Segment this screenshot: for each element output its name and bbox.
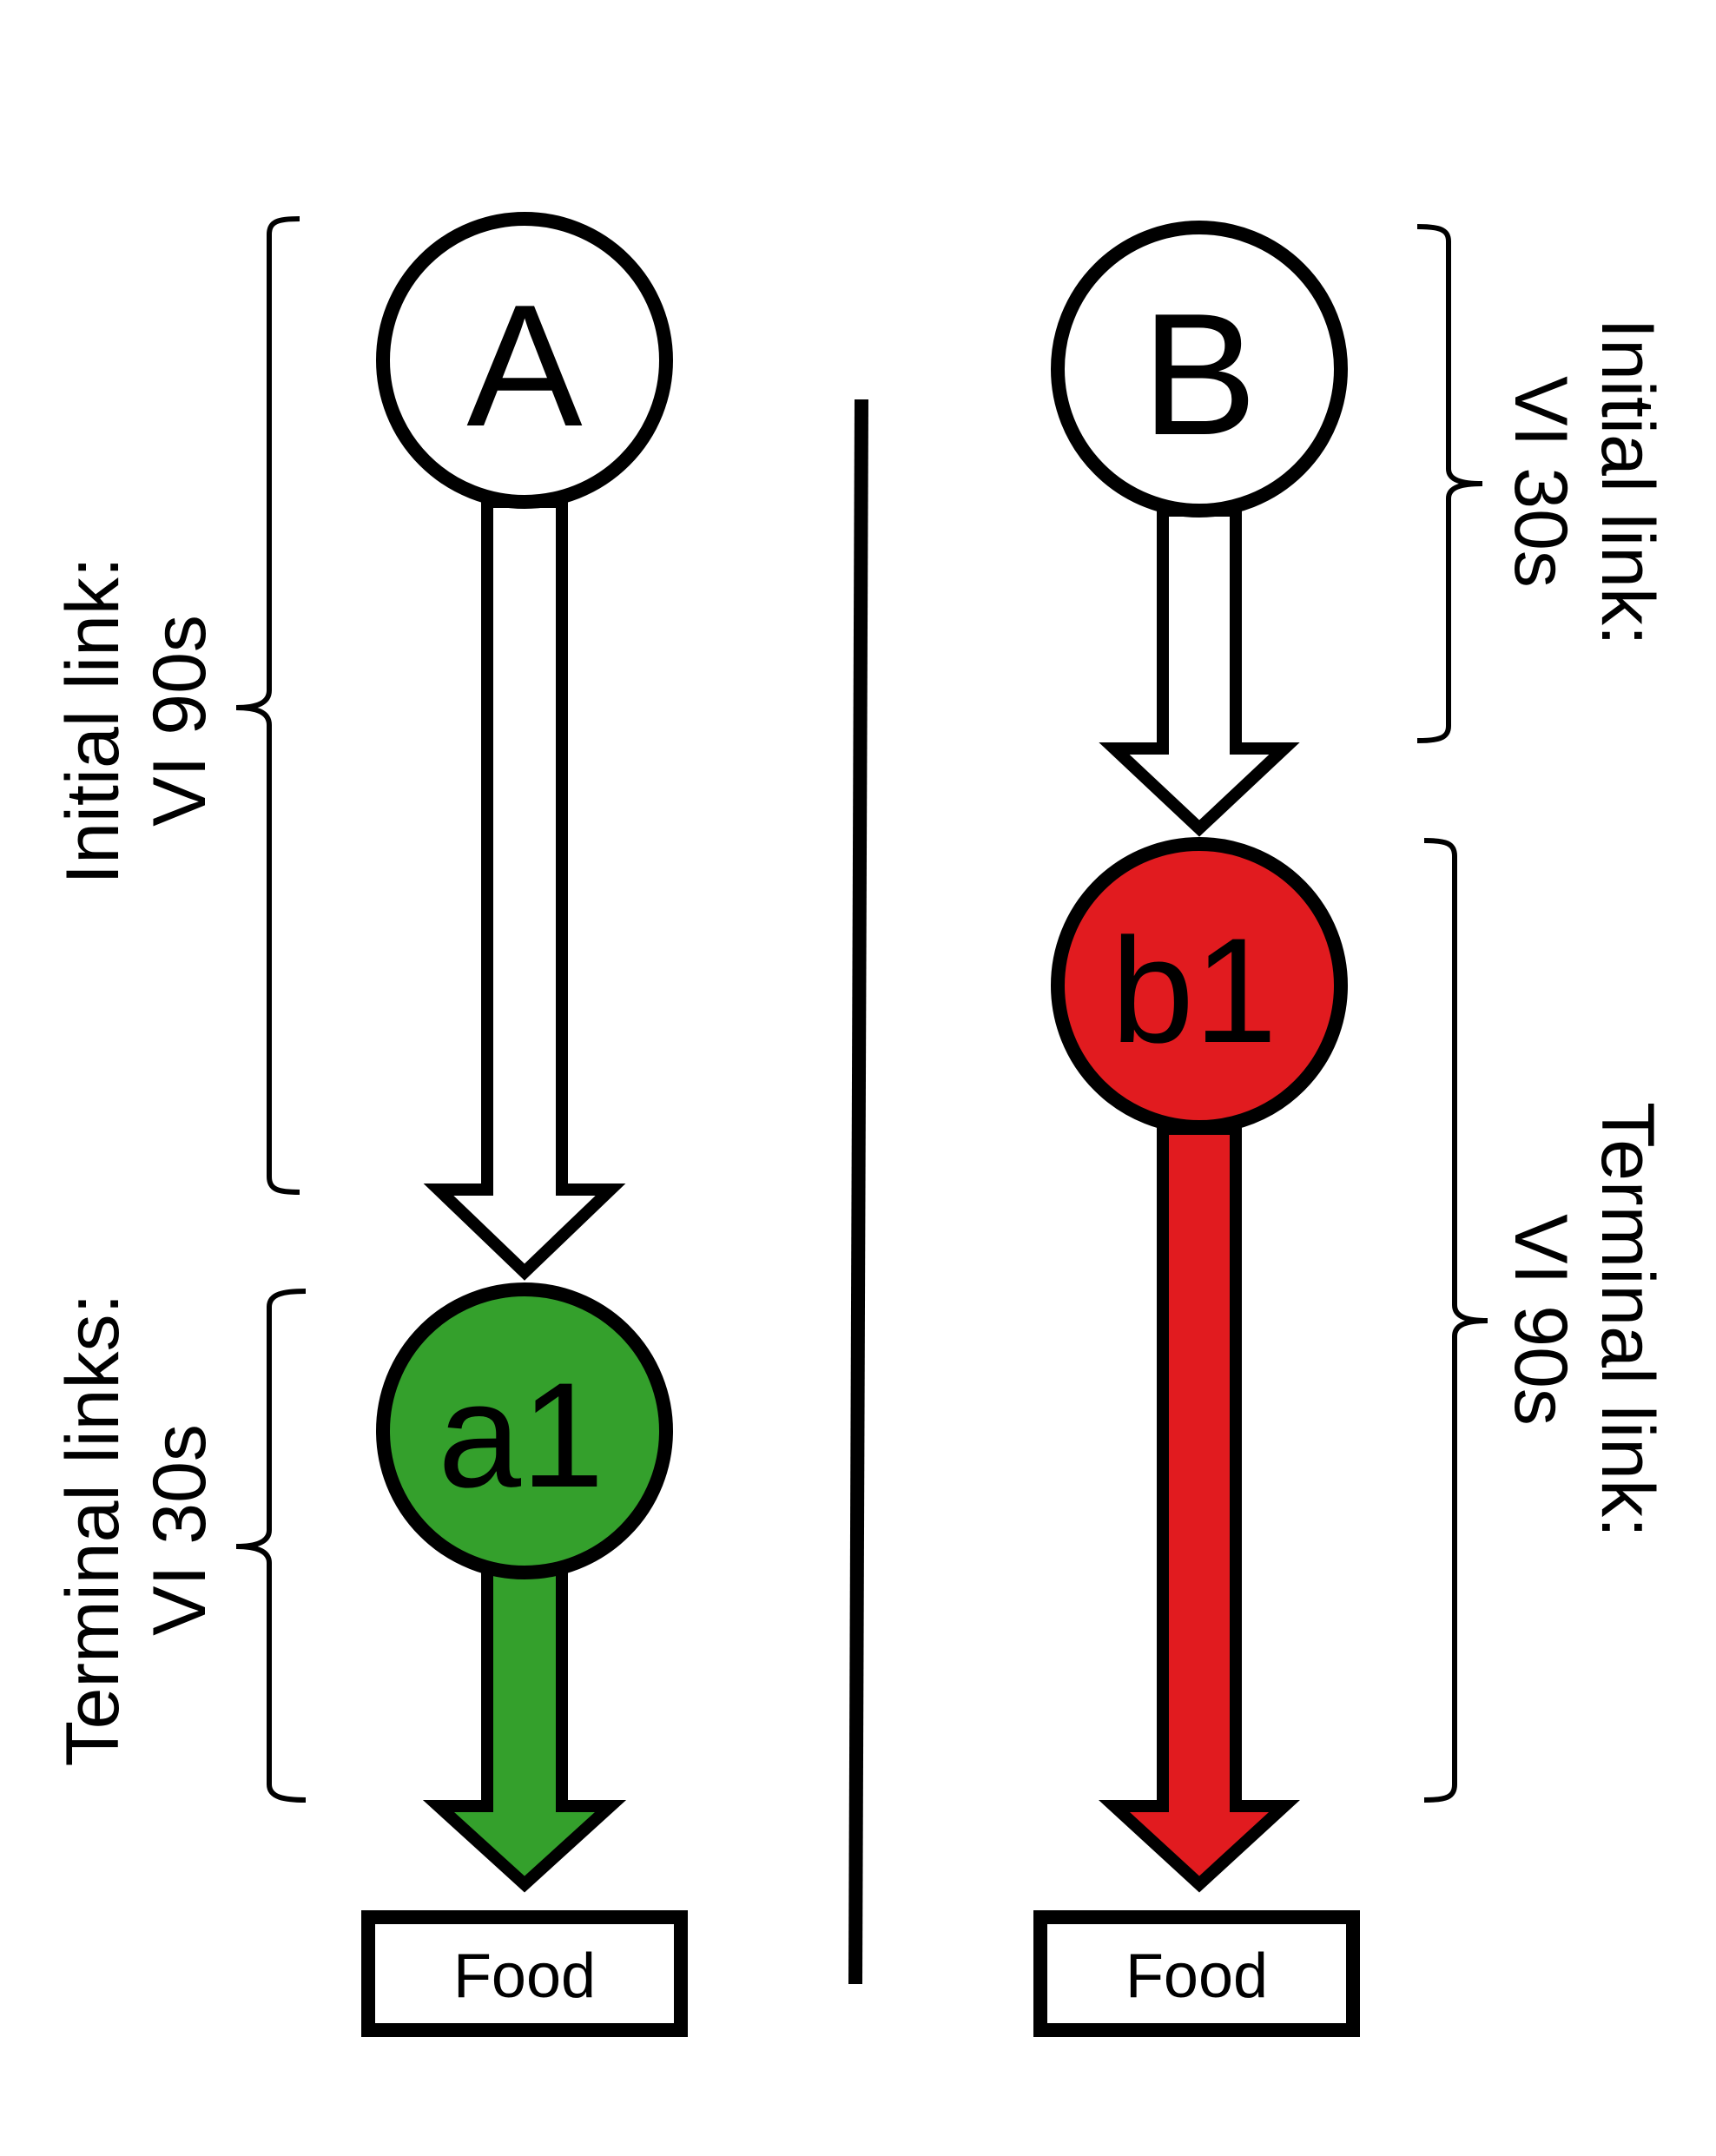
left-initial-label-line2: VI 90s (138, 615, 221, 827)
left-terminal-label-line2: VI 30s (138, 1424, 221, 1636)
node-b1-circle (1051, 837, 1348, 1134)
food-box-right (1033, 1910, 1360, 2037)
node-B-circle (1051, 221, 1348, 518)
bracket-right-terminal (1423, 838, 1488, 1803)
arrow-a-to-a1 (423, 496, 626, 1281)
bracket-right-initial (1416, 224, 1483, 743)
right-terminal-label-line2: VI 90s (1499, 1214, 1582, 1426)
food-label-right: Food (1125, 1942, 1268, 2011)
bracket-left-terminal (235, 1289, 307, 1803)
right-initial-label-line2: VI 30s (1499, 376, 1582, 588)
node-B-label: B (1141, 278, 1257, 471)
node-b1-label: b1 (1111, 907, 1277, 1074)
arrow-b1-to-food (1099, 1123, 1300, 1893)
arrow-b-to-b1 (1099, 504, 1300, 837)
node-a1-label: a1 (438, 1352, 604, 1519)
left-initial-label-line1: Initial link: (51, 557, 135, 885)
right-initial-label-line1: Initial link: (1586, 318, 1669, 646)
node-a1-circle (376, 1282, 673, 1579)
arrow-a1-to-food (422, 1553, 627, 1893)
food-label-left: Food (453, 1942, 596, 2011)
node-A-circle (376, 212, 673, 509)
left-terminal-label-line1: Terminal links: (51, 1294, 135, 1767)
food-box-left (361, 1910, 688, 2037)
bracket-left-initial (235, 216, 300, 1195)
right-terminal-label-line1: Terminal link: (1586, 1102, 1669, 1538)
node-A-label: A (466, 269, 583, 463)
divider-line (848, 399, 868, 1985)
